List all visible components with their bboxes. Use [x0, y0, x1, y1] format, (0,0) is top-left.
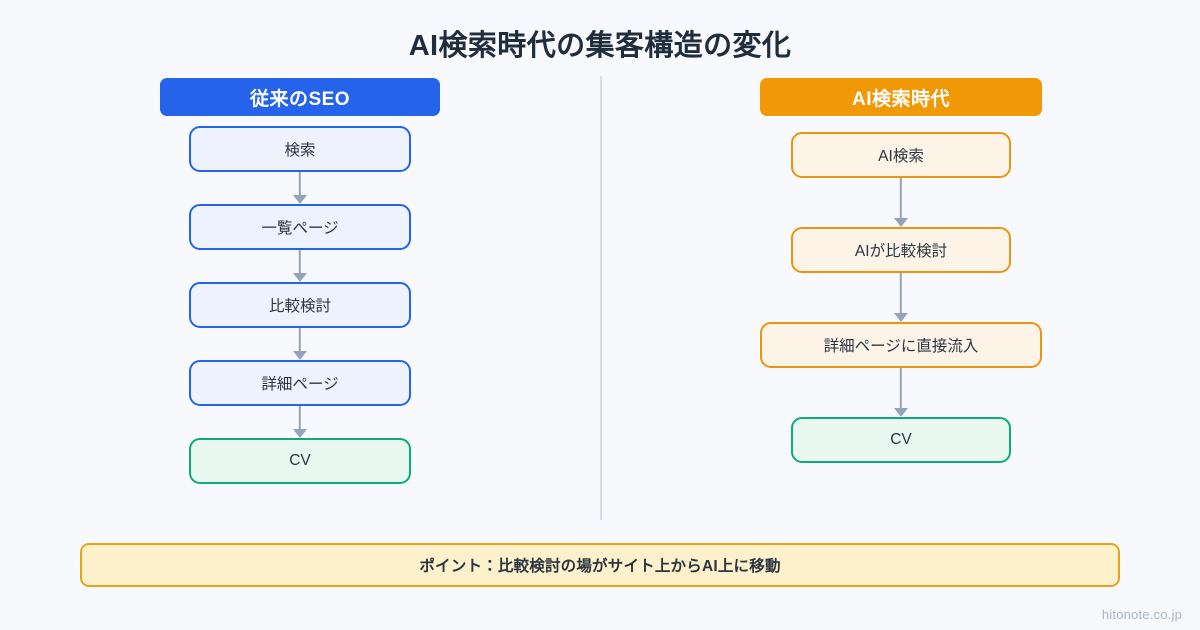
- column-legacy-seo: 従来のSEO 検索 一覧ページ 比較検討 詳細ページ: [160, 78, 440, 484]
- flow-ai-search-era: AI検索 AIが比較検討 詳細ページに直接流入 CV: [760, 132, 1042, 463]
- page-title: AI検索時代の集客構造の変化: [408, 30, 792, 62]
- flow-node-cv[interactable]: CV: [189, 438, 411, 484]
- flow-node-ai-comparison[interactable]: AIが比較検討: [791, 227, 1011, 273]
- column-divider: [600, 76, 602, 520]
- column-ai-search-era: AI検索時代 AI検索 AIが比較検討 詳細ページに直接流入 CV: [760, 78, 1042, 463]
- flow-node-comparison[interactable]: 比較検討: [189, 282, 411, 328]
- arrow-shaft: [298, 406, 302, 429]
- arrow-head: [894, 218, 908, 227]
- arrow-head: [293, 273, 307, 282]
- arrow-shaft: [899, 178, 903, 218]
- arrow-shaft: [899, 273, 903, 313]
- flow-node-ai-search[interactable]: AI検索: [791, 132, 1011, 178]
- arrow-shaft: [899, 368, 903, 408]
- flow-node-detail-page[interactable]: 詳細ページ: [189, 360, 411, 406]
- watermark: hitonote.co.jp: [1101, 607, 1182, 622]
- key-point-banner: ポイント：比較検討の場がサイト上からAI上に移動: [80, 543, 1120, 587]
- spacer: [160, 116, 440, 126]
- flow-arrow-icon: [894, 178, 908, 227]
- column-header-legacy-seo: 従来のSEO: [160, 78, 440, 116]
- flow-arrow-icon: [293, 172, 307, 204]
- spacer: [760, 116, 1042, 132]
- arrow-head: [894, 408, 908, 417]
- flow-node-cv[interactable]: CV: [791, 417, 1011, 463]
- arrow-shaft: [298, 172, 302, 195]
- column-header-ai-search-era: AI検索時代: [760, 78, 1042, 116]
- flow-arrow-icon: [293, 328, 307, 360]
- flow-arrow-icon: [894, 368, 908, 417]
- arrow-shaft: [298, 250, 302, 273]
- flow-arrow-icon: [894, 273, 908, 322]
- flow-arrow-icon: [293, 406, 307, 438]
- flow-node-search[interactable]: 検索: [189, 126, 411, 172]
- arrow-shaft: [298, 328, 302, 351]
- arrow-head: [293, 195, 307, 204]
- flow-legacy-seo: 検索 一覧ページ 比較検討 詳細ページ CV: [160, 126, 440, 484]
- flow-node-direct-to-detail[interactable]: 詳細ページに直接流入: [760, 322, 1042, 368]
- arrow-head: [293, 351, 307, 360]
- arrow-head: [894, 313, 908, 322]
- flow-node-list-page[interactable]: 一覧ページ: [189, 204, 411, 250]
- arrow-head: [293, 429, 307, 438]
- flow-arrow-icon: [293, 250, 307, 282]
